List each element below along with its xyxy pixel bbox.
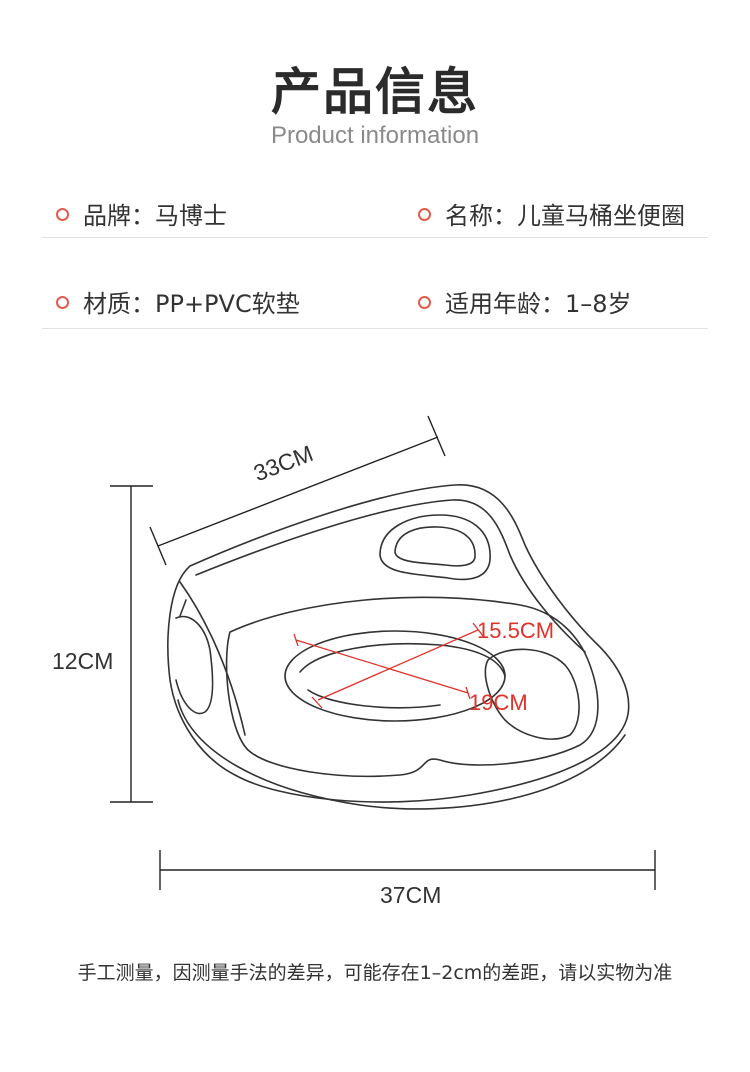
spec-age-value: 1–8岁 [565,290,632,318]
side-pad [175,615,214,715]
measurement-note: 手工测量，因测量手法的差异，可能存在1–2cm的差距，请以实物为准 [77,962,673,984]
hole-width-label: 15.5CM [477,618,555,643]
bullet-icon [56,207,69,221]
seat-plate [225,596,599,778]
spec-brand-value: 马博士 [155,202,227,230]
page-subtitle: Product information [270,122,480,149]
splash-guard [484,648,580,740]
hole-length-label: 19CM [469,690,528,715]
spec-age-label: 适用年龄： [445,290,565,318]
seat-inner-rim [195,499,586,653]
spec-brand: 品牌：马博士 [56,196,227,231]
spec-material-label: 材质： [83,290,155,318]
bullet-icon [418,207,431,221]
spec-name: 名称：儿童马桶坐便圈 [418,196,685,231]
page-title: 产品信息 [271,63,479,121]
bullet-icon [418,295,431,309]
spec-name-value: 儿童马桶坐便圈 [517,202,685,230]
seat-outer-outline [167,484,630,803]
spec-name-label: 名称： [445,202,517,230]
bullet-icon [56,295,69,309]
seat-handle [379,514,491,581]
divider [42,328,708,329]
spec-age: 适用年龄：1–8岁 [418,284,632,319]
spec-brand-label: 品牌： [83,202,155,230]
spec-material: 材质：PP+PVC软垫 [56,284,300,319]
spec-material-value: PP+PVC软垫 [155,290,300,318]
width-label: 37CM [380,882,442,908]
height-label: 12CM [52,648,114,674]
divider [42,237,708,238]
